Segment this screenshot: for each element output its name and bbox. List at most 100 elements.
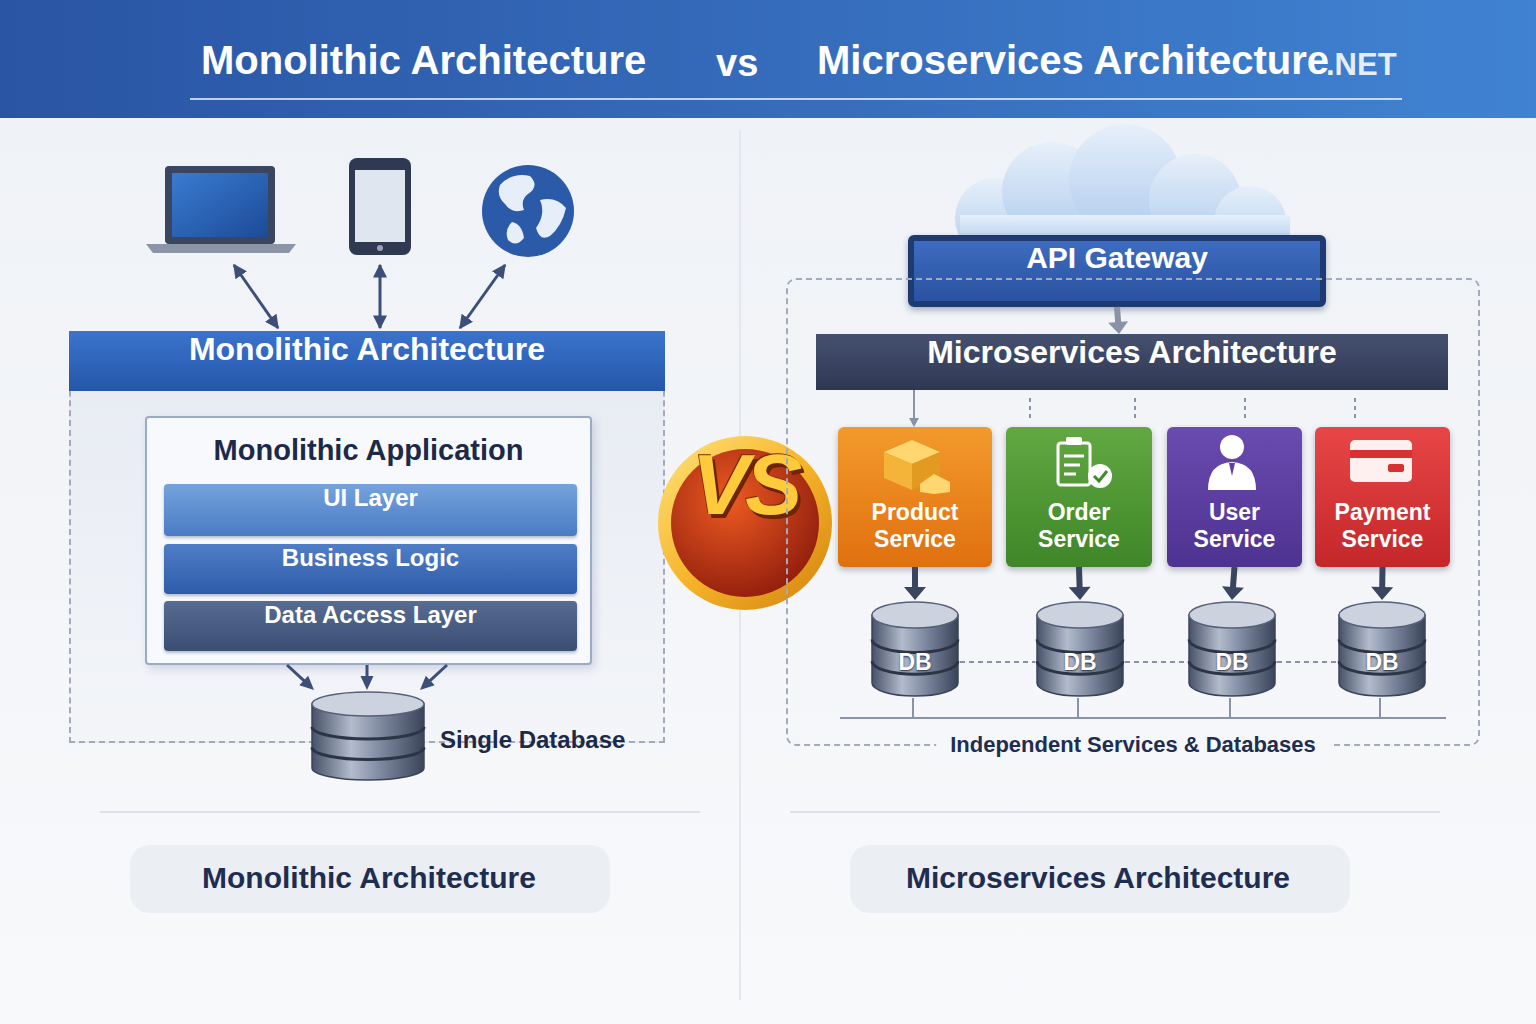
container-caption: Independent Services & Databases: [936, 732, 1330, 758]
laptop-icon: [146, 166, 296, 253]
art-polygon: [884, 452, 912, 490]
art-line: [1229, 698, 1231, 718]
cylinder-top: [872, 602, 958, 628]
header-text: Microservices Architecture: [817, 38, 1337, 83]
art-line: [912, 698, 914, 718]
caption-text: Microservices Architecture: [798, 861, 1398, 895]
phone-icon: [349, 158, 411, 255]
header-band: [0, 0, 1536, 118]
art-polygon: [920, 474, 950, 494]
arrow-head: [904, 587, 926, 600]
art-path: [1208, 462, 1256, 490]
arrow-head: [1069, 587, 1091, 600]
arrow-head: [909, 418, 919, 427]
vs-badge-node: VS: [657, 435, 833, 611]
arrow-head: [1222, 586, 1244, 600]
gateway-label: API Gateway: [914, 241, 1320, 301]
art-rect: [1388, 464, 1404, 472]
art-path: [507, 222, 524, 244]
database-label: DB: [1035, 649, 1125, 676]
art-line: [840, 717, 1446, 719]
connector-line: [913, 390, 915, 419]
service-box: Product Service: [838, 427, 992, 567]
database-label: DB: [870, 649, 960, 676]
connector-line: [960, 661, 1035, 663]
connector: [1277, 662, 1337, 663]
cylinder-band: [312, 748, 424, 760]
cylinder-top: [1189, 602, 1275, 628]
art-line: [234, 265, 278, 328]
vs-ring: [658, 436, 832, 610]
client-arrows: [234, 265, 505, 328]
connector: [1108, 307, 1128, 334]
art-line: [1354, 398, 1356, 418]
art-polygon: [912, 452, 940, 490]
cylinder-top: [312, 692, 424, 716]
service-box: Order Service: [1006, 427, 1152, 567]
database-node: Single Database: [310, 690, 650, 784]
database-label: Single Database: [440, 726, 625, 754]
connector-line: [912, 567, 918, 588]
connector: [909, 390, 919, 427]
art-rect: [172, 173, 268, 237]
connector: [1371, 567, 1393, 600]
art-path: [499, 175, 535, 211]
gateway-box: API Gateway: [908, 235, 1326, 307]
header-text: vs: [716, 42, 786, 85]
database-node: DB: [1035, 600, 1125, 698]
art-path: [536, 199, 566, 238]
art-circle: [1220, 435, 1244, 459]
art-line: [1064, 464, 1080, 467]
page-title: Monolithic Architecture: [201, 38, 646, 83]
connector-line: [1117, 307, 1118, 323]
connector: [960, 662, 1035, 663]
database-node: DB: [1337, 600, 1427, 698]
footer-rule: [100, 811, 700, 813]
art-rect: [1350, 450, 1412, 458]
service-label: User Service: [1167, 499, 1302, 553]
payment-icon: [1350, 440, 1412, 482]
header-underline: [190, 98, 1402, 100]
cylinder-top: [1339, 602, 1425, 628]
connector-line: [287, 665, 304, 681]
database-node: DB: [1187, 600, 1277, 698]
layer-bar: UI Layer: [164, 484, 577, 536]
art-circle: [1088, 464, 1112, 488]
caption-text: Monolithic Architecture: [69, 861, 669, 895]
arrow-head: [361, 676, 374, 690]
arrow-head: [1108, 321, 1128, 334]
art-rect: [349, 158, 411, 255]
art-line: [1244, 398, 1246, 418]
connector-line: [430, 665, 447, 681]
art-rect: [1350, 440, 1412, 482]
globe-icon: [482, 165, 574, 257]
service-box: Payment Service: [1315, 427, 1450, 567]
order-icon: [1058, 437, 1112, 488]
connector: [1125, 662, 1187, 663]
art-rect: [1066, 437, 1082, 445]
art-line: [1379, 698, 1381, 718]
art-circle: [482, 165, 574, 257]
arrow-head: [420, 676, 435, 690]
connector-line: [1379, 567, 1385, 588]
art-polygon: [1229, 463, 1235, 476]
layer-bar: Business Logic: [164, 544, 577, 594]
footer-rule: [790, 811, 1440, 813]
art-line: [1134, 398, 1136, 418]
art-line: [1029, 398, 1031, 418]
connector-line: [1277, 661, 1337, 663]
art-line: [460, 265, 505, 328]
art-polygon: [884, 440, 940, 464]
product-icon: [884, 440, 950, 494]
connector-line: [1233, 567, 1235, 588]
art-circle: [377, 245, 383, 251]
band-heading: Monolithic Architecture: [69, 331, 665, 391]
db-base-line: [840, 698, 1446, 718]
band-heading: Microservices Architecture: [816, 334, 1448, 390]
service-label: Product Service: [838, 499, 992, 553]
connector: [420, 665, 447, 690]
box-heading: Monolithic Application: [147, 434, 590, 467]
monolith-container: Monolithic ArchitectureMonolithic Applic…: [69, 331, 665, 743]
